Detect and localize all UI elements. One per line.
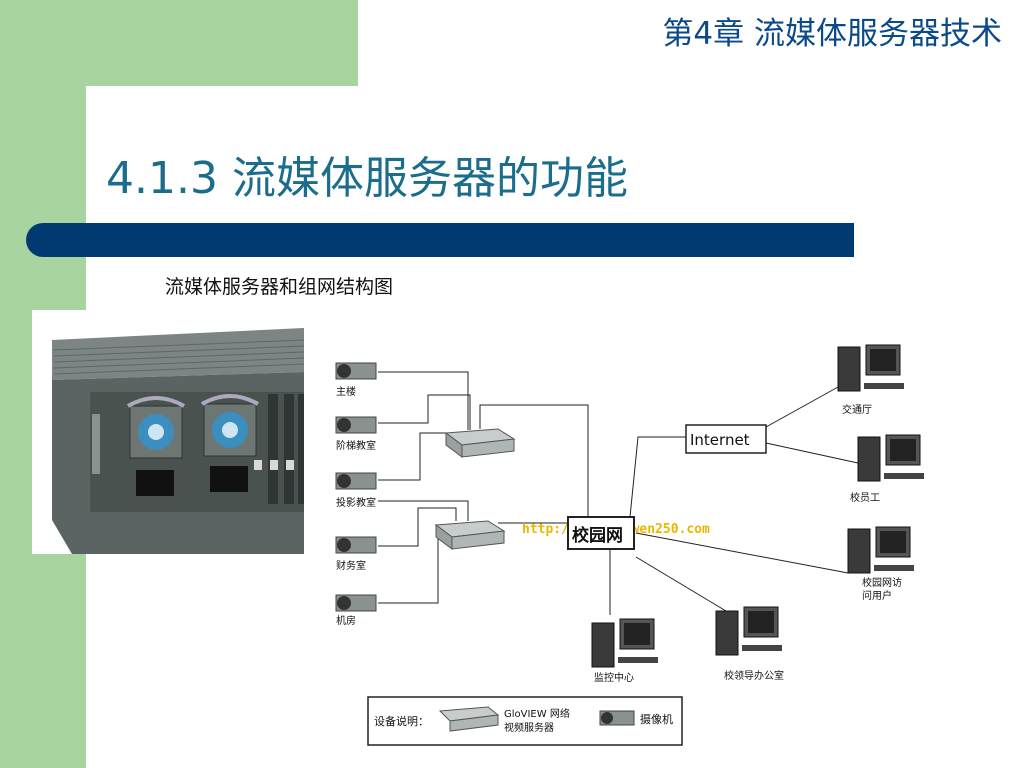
diagram-caption: 流媒体服务器和组网结构图 <box>165 276 394 298</box>
computer-icon <box>857 434 924 482</box>
computer-icon <box>591 618 658 668</box>
legend-camera-label: 摄像机 <box>640 712 673 726</box>
camera-label-lecture-hall: 阶梯教室 <box>336 439 376 452</box>
camera-icon <box>335 536 377 554</box>
remote-user-label-staff: 校员工 <box>850 491 880 504</box>
computer-icon <box>715 606 782 656</box>
remote-user-label-line1: 校园网访 <box>862 576 902 589</box>
legend-device-label: 设备说明： <box>374 714 429 728</box>
video-server-icon <box>438 706 500 732</box>
camera-label-finance-office: 财务室 <box>336 559 366 572</box>
camera-label-server-room: 机房 <box>336 614 356 627</box>
camera-label-projection-room: 投影教室 <box>336 496 376 509</box>
title-underline-bar <box>26 223 854 257</box>
slide-title: 4.1.3 流媒体服务器的功能 <box>106 153 628 204</box>
remote-user-label-line2: 问用户 <box>862 589 892 602</box>
camera-label-main-building: 主楼 <box>336 385 356 398</box>
camera-icon <box>335 416 377 434</box>
camera-icon <box>335 472 377 490</box>
local-user-label-leadership-office: 校领导办公室 <box>724 669 784 682</box>
legend-server-line1: GloVIEW 网络 <box>504 707 570 720</box>
computer-icon <box>837 344 904 392</box>
server-chassis-photo <box>32 310 304 554</box>
campus-network-box <box>567 516 635 550</box>
chapter-title: 第4章 流媒体服务器技术 <box>662 16 1002 52</box>
network-structure-diagram: 主楼 阶梯教室 投影教室 财务室 机房 http://www.lunwen250… <box>335 344 924 746</box>
camera-icon <box>599 710 635 726</box>
local-user-label-monitoring-center: 监控中心 <box>594 671 634 684</box>
top-green-band <box>0 0 358 86</box>
internet-label: Internet <box>690 431 750 449</box>
computer-icon <box>847 526 914 574</box>
camera-icon <box>335 594 377 612</box>
video-server-icon <box>444 428 516 458</box>
remote-user-label-transport-dept: 交通厅 <box>842 403 872 416</box>
camera-icon <box>335 362 377 380</box>
video-server-icon <box>434 520 506 550</box>
legend-server-line2: 视频服务器 <box>504 721 554 734</box>
campus-network-label: 校园网 <box>572 525 623 546</box>
internet-box <box>685 424 767 454</box>
